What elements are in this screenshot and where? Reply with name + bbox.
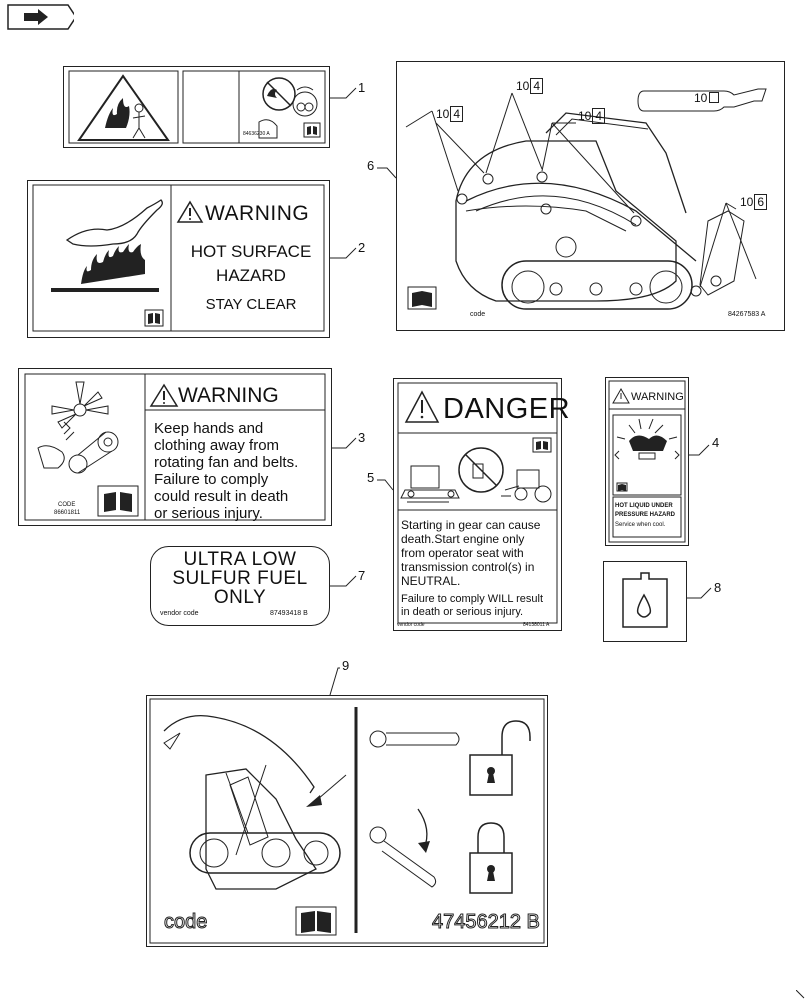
decal-6-number: 84267583 A bbox=[728, 311, 766, 318]
decal-5-line: from operator seat with bbox=[401, 546, 524, 560]
corner-mark bbox=[796, 990, 805, 999]
decal-3-line: clothing away from bbox=[154, 437, 280, 454]
decal-9-code: code bbox=[163, 911, 208, 934]
decal-6-label-suffix: 6 bbox=[754, 194, 768, 210]
decal-7-vendor: vendor code bbox=[160, 610, 199, 617]
callout-1: 1 bbox=[358, 80, 366, 95]
decal-7-line1: ULTRA LOW bbox=[183, 549, 297, 570]
decal-4-line2: PRESSURE HAZARD bbox=[615, 512, 676, 518]
decal-4: WARNING HOT LIQUID UNDER PRESSURE HAZARD… bbox=[605, 377, 689, 546]
decal-6-label-suffix: 4 bbox=[530, 78, 544, 94]
decal-5-code: 84138011 A bbox=[523, 622, 550, 628]
decal-5-text-2: Failure to comply WILL result in death o… bbox=[401, 593, 543, 619]
decal-7-line2: SULFUR FUEL bbox=[172, 568, 308, 589]
decal-1-code: 84636230 A bbox=[243, 131, 270, 137]
back-nav-button[interactable] bbox=[6, 3, 77, 31]
callout-6: 6 bbox=[367, 158, 375, 173]
decal-2-line2: HAZARD bbox=[216, 266, 286, 285]
decal-6-label-qty: 10 bbox=[740, 195, 754, 209]
decal-2-line3: STAY CLEAR bbox=[205, 296, 297, 313]
decal-5: DANGER Starting in gear can cause death.… bbox=[393, 378, 570, 631]
decal-5-danger: DANGER bbox=[443, 393, 571, 425]
decal-5-line: NEUTRAL. bbox=[401, 574, 461, 588]
callout-8: 8 bbox=[714, 580, 722, 595]
callout-4: 4 bbox=[712, 435, 720, 450]
decal-5-vendor: vendor code bbox=[397, 622, 425, 628]
decal-2-warning: WARNING bbox=[205, 202, 310, 225]
callout-9: 9 bbox=[342, 658, 350, 673]
decal-3-warning: WARNING bbox=[178, 384, 279, 407]
decal-3-line: Failure to comply bbox=[154, 471, 269, 488]
decal-6-label-qty: 10 bbox=[578, 109, 592, 123]
decal-3-text: Keep hands and clothing away from rotati… bbox=[154, 420, 298, 522]
decal-3-line: Keep hands and bbox=[154, 420, 264, 437]
decal-9-number: 47456212 B bbox=[432, 911, 541, 934]
callout-5: 5 bbox=[367, 470, 375, 485]
decal-5-line: in death or serious injury. bbox=[401, 606, 524, 618]
callout-2: 2 bbox=[358, 240, 366, 255]
decal-7: ULTRA LOW SULFUR FUEL ONLY vendor code 8… bbox=[150, 546, 330, 626]
decal-2-line1: HOT SURFACE bbox=[190, 242, 312, 261]
decal-5-text: Starting in gear can cause death.Start e… bbox=[401, 518, 540, 588]
decal-5-line: death.Start engine only bbox=[401, 532, 525, 546]
callout-7: 7 bbox=[358, 568, 366, 583]
decal-3: WARNING Keep hands and clothing away fro… bbox=[18, 368, 332, 526]
decal-4-line3: Service when cool. bbox=[615, 522, 666, 528]
decal-6-gun-box bbox=[709, 92, 720, 103]
back-arrow-icon bbox=[7, 4, 77, 30]
decal-1: 84636230 A bbox=[63, 66, 330, 148]
decal-2: WARNING HOT SURFACE HAZARD STAY CLEAR bbox=[27, 180, 330, 338]
decal-6-gun-label: 10 bbox=[694, 91, 720, 105]
decal-6-label-suffix: 4 bbox=[592, 108, 606, 124]
decal-6-label-qty: 10 bbox=[436, 107, 450, 121]
decal-3-line: rotating fan and belts. bbox=[154, 454, 299, 471]
decal-9: code 47456212 B bbox=[146, 695, 548, 947]
callout-3: 3 bbox=[358, 430, 366, 445]
decal-6-label-qty: 10 bbox=[516, 79, 530, 93]
decal-3-line: could result in death bbox=[154, 488, 289, 505]
decal-7-line3: ONLY bbox=[213, 587, 267, 608]
decal-5-line: Failure to comply WILL result bbox=[401, 593, 544, 605]
decal-6-label-suffix: 4 bbox=[450, 106, 464, 122]
decal-5-line: transmission control(s) in bbox=[401, 560, 535, 574]
decal-4-warning: WARNING bbox=[631, 391, 684, 403]
decal-3-code-label: CODE bbox=[58, 502, 76, 508]
decal-3-code: 86601811 bbox=[54, 510, 81, 516]
decal-6-gun-qty: 10 bbox=[694, 91, 708, 105]
decal-4-line1: HOT LIQUID UNDER bbox=[615, 503, 673, 509]
decal-7-code: 87493418 B bbox=[270, 610, 308, 617]
decal-6-code: code bbox=[470, 311, 486, 318]
decal-3-line: or serious injury. bbox=[154, 505, 263, 522]
decal-8 bbox=[603, 561, 687, 642]
decal-5-line: Starting in gear can cause bbox=[401, 518, 541, 532]
